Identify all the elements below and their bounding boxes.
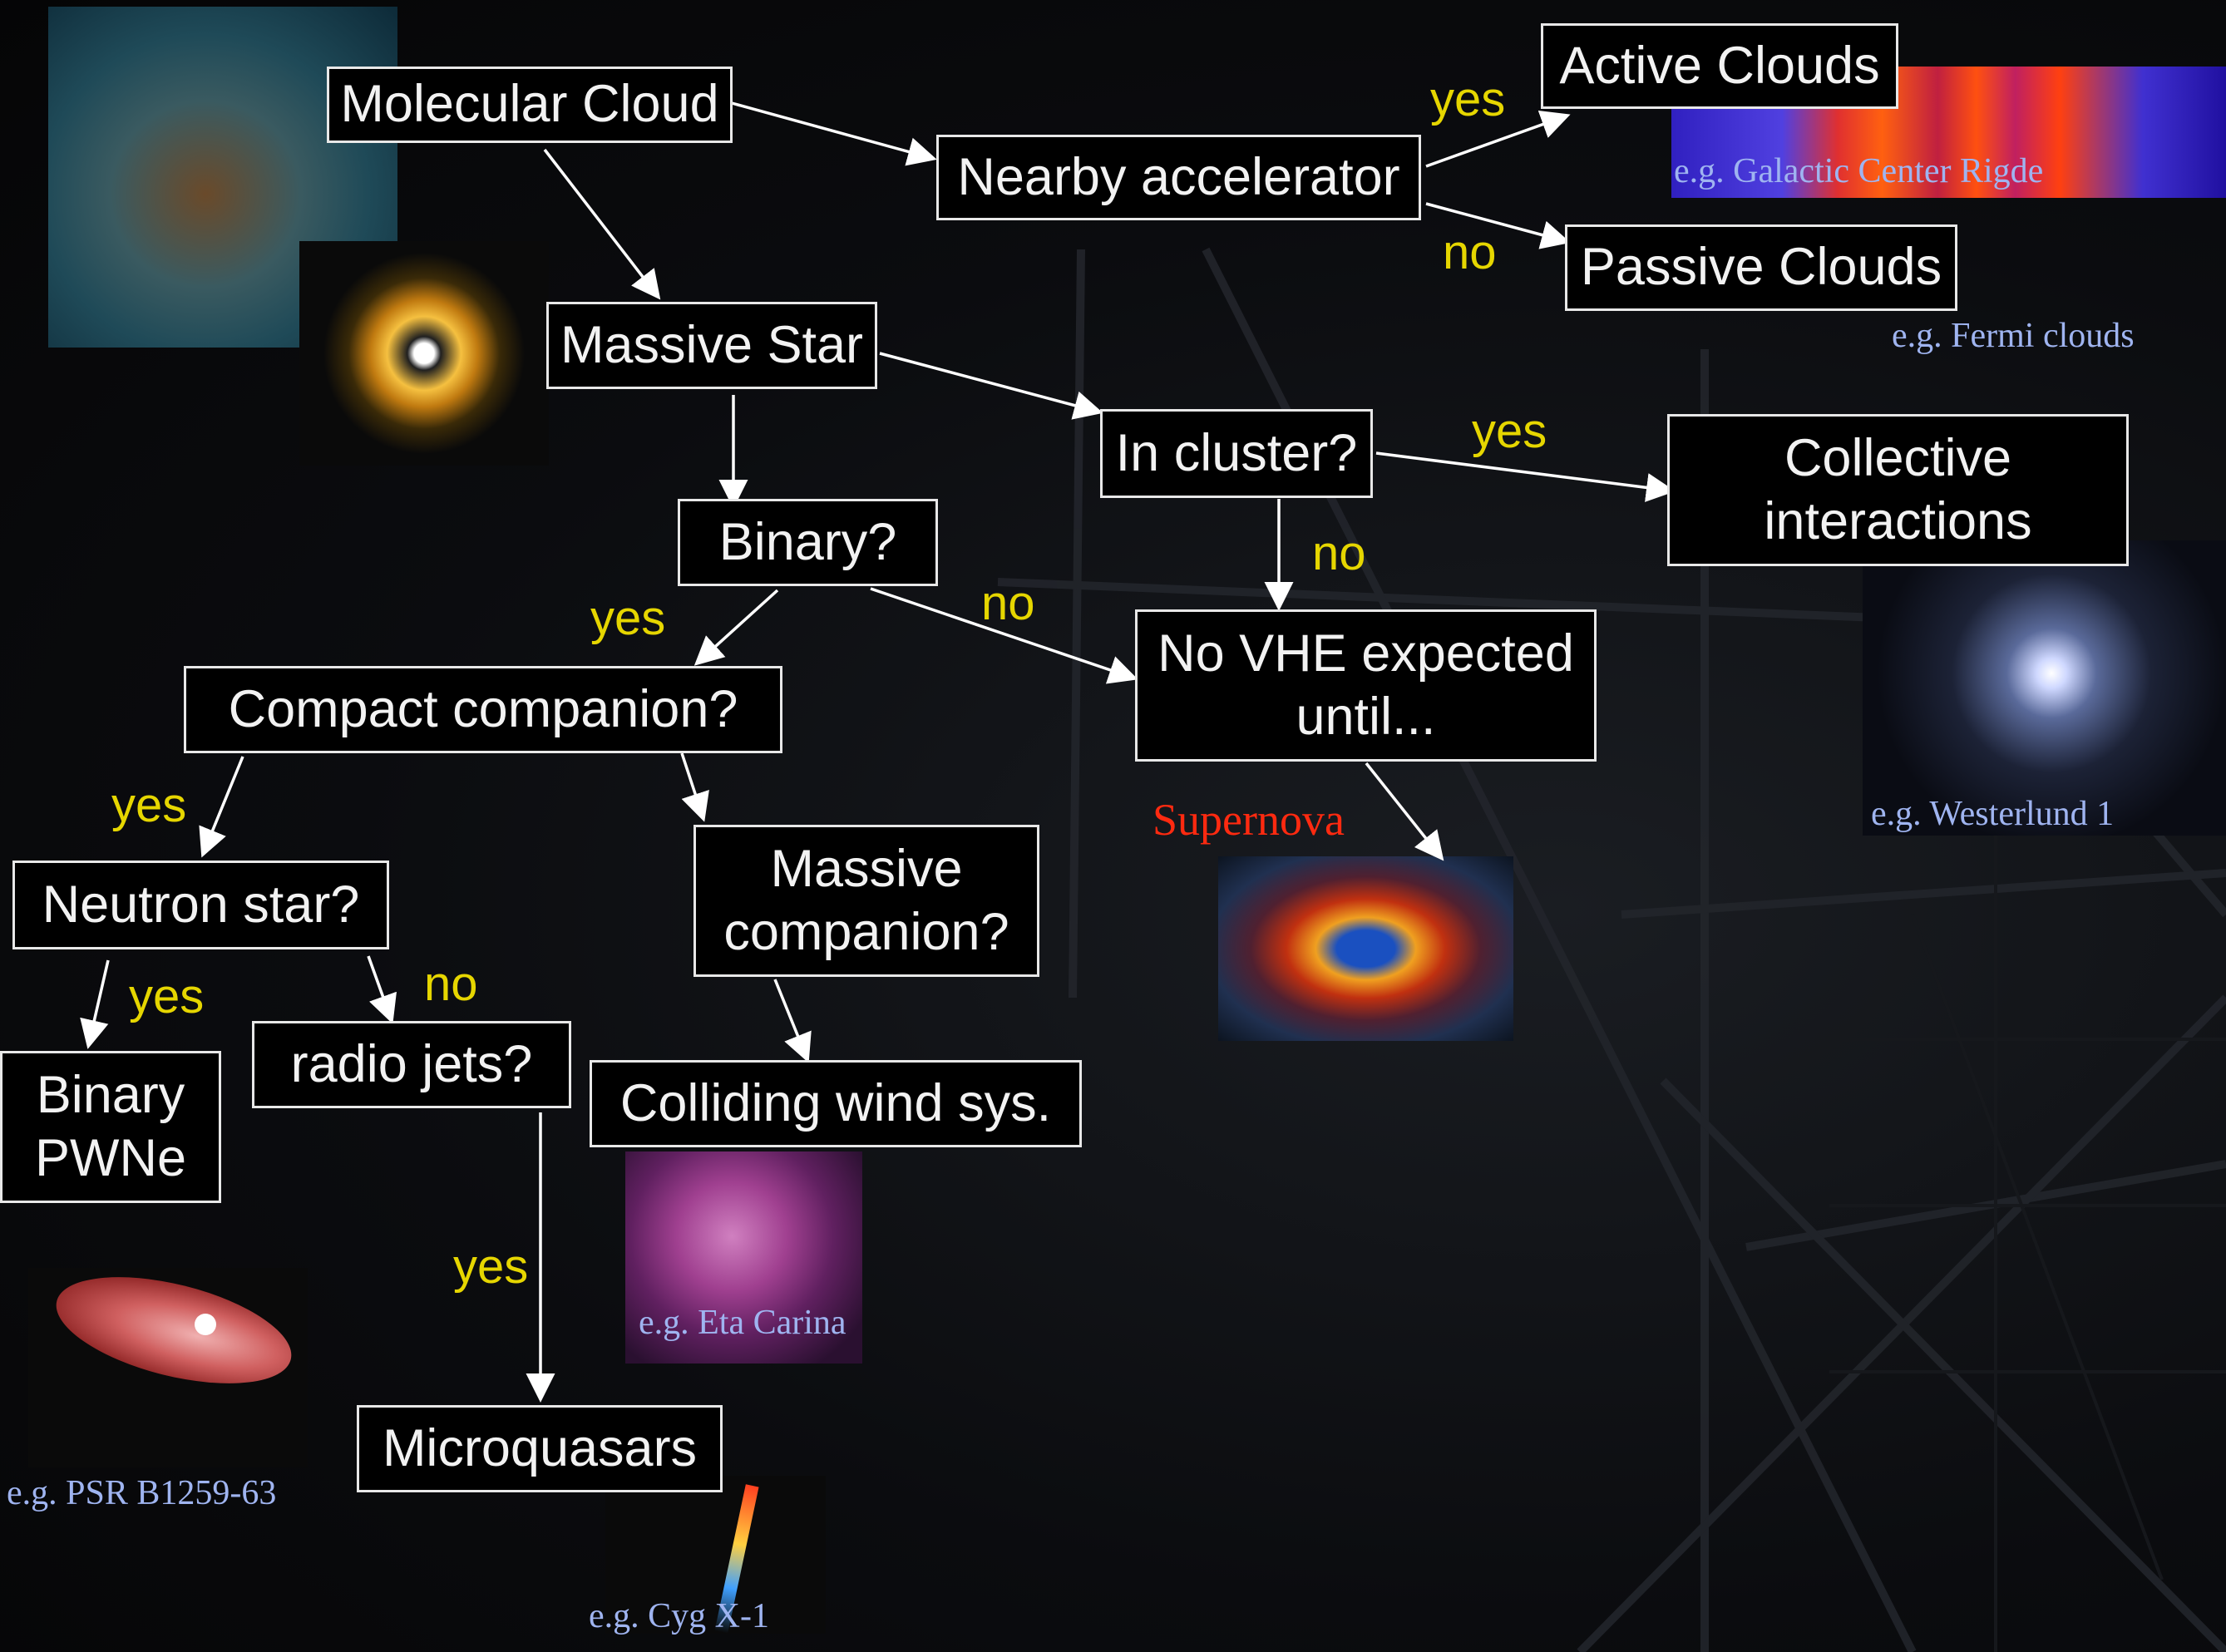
massive-comp-line2: companion? [723, 902, 1009, 961]
psr-binary-image [28, 1268, 308, 1467]
molecular-cloud-node: Molecular Cloud [327, 67, 733, 143]
no-vhe-line2: until... [1296, 687, 1436, 746]
nearby-no-label: no [1443, 225, 1497, 279]
psr-caption: e.g. PSR B1259-63 [7, 1474, 277, 1512]
binary-pwne-node: Binary PWNe [0, 1051, 221, 1203]
binary-no-label: no [981, 576, 1035, 630]
colliding-wind-node: Colliding wind sys. [590, 1060, 1082, 1147]
in-cluster-node: In cluster? [1100, 409, 1373, 498]
collective-line1: Collective [1784, 428, 2012, 487]
galactic-center-caption: e.g. Galactic Center Rigde [1674, 152, 2044, 190]
massive-star-node: Massive Star [546, 302, 877, 389]
supernova-caption: Supernova [1152, 795, 1345, 845]
no-vhe-expected-node: No VHE expected until... [1135, 609, 1597, 762]
nearby-accelerator-node: Nearby accelerator [936, 135, 1421, 220]
binary-pwne-line1: Binary [36, 1065, 185, 1124]
nearby-yes-label: yes [1430, 72, 1506, 126]
fermi-clouds-caption: e.g. Fermi clouds [1892, 317, 2135, 355]
massive-comp-line1: Massive [770, 839, 963, 898]
cyg-caption: e.g. Cyg X-1 [589, 1597, 769, 1635]
binary-node: Binary? [678, 499, 938, 586]
radio-jets-node: radio jets? [252, 1021, 571, 1108]
eta-carina-caption: e.g. Eta Carina [639, 1304, 846, 1342]
supernova-image [1218, 856, 1513, 1041]
cluster-yes-label: yes [1472, 404, 1547, 458]
microquasars-node: Microquasars [357, 1405, 723, 1492]
massive-companion-node: Massive companion? [693, 825, 1039, 977]
neutron-star-node: Neutron star? [12, 861, 389, 949]
westerlund-cluster-image [1863, 540, 2226, 836]
collective-line2: interactions [1764, 491, 2032, 550]
westerlund-caption: e.g. Westerlund 1 [1871, 795, 2115, 833]
massive-star-image [299, 241, 549, 466]
eta-carina-image [625, 1151, 862, 1364]
neutron-no-label: no [424, 957, 478, 1011]
cluster-no-label: no [1312, 526, 1366, 580]
active-clouds-node: Active Clouds [1541, 23, 1898, 109]
compact-yes-label: yes [111, 778, 187, 832]
passive-clouds-node: Passive Clouds [1565, 224, 1957, 311]
collective-interactions-node: Collective interactions [1667, 414, 2129, 566]
neutron-yes-label: yes [129, 969, 205, 1023]
cyg-x1-image [605, 1476, 826, 1634]
binary-yes-label: yes [590, 591, 666, 645]
no-vhe-line1: No VHE expected [1157, 624, 1574, 683]
compact-companion-node: Compact companion? [184, 666, 782, 753]
binary-pwne-line2: PWNe [34, 1128, 187, 1187]
jets-yes-label: yes [453, 1240, 529, 1294]
